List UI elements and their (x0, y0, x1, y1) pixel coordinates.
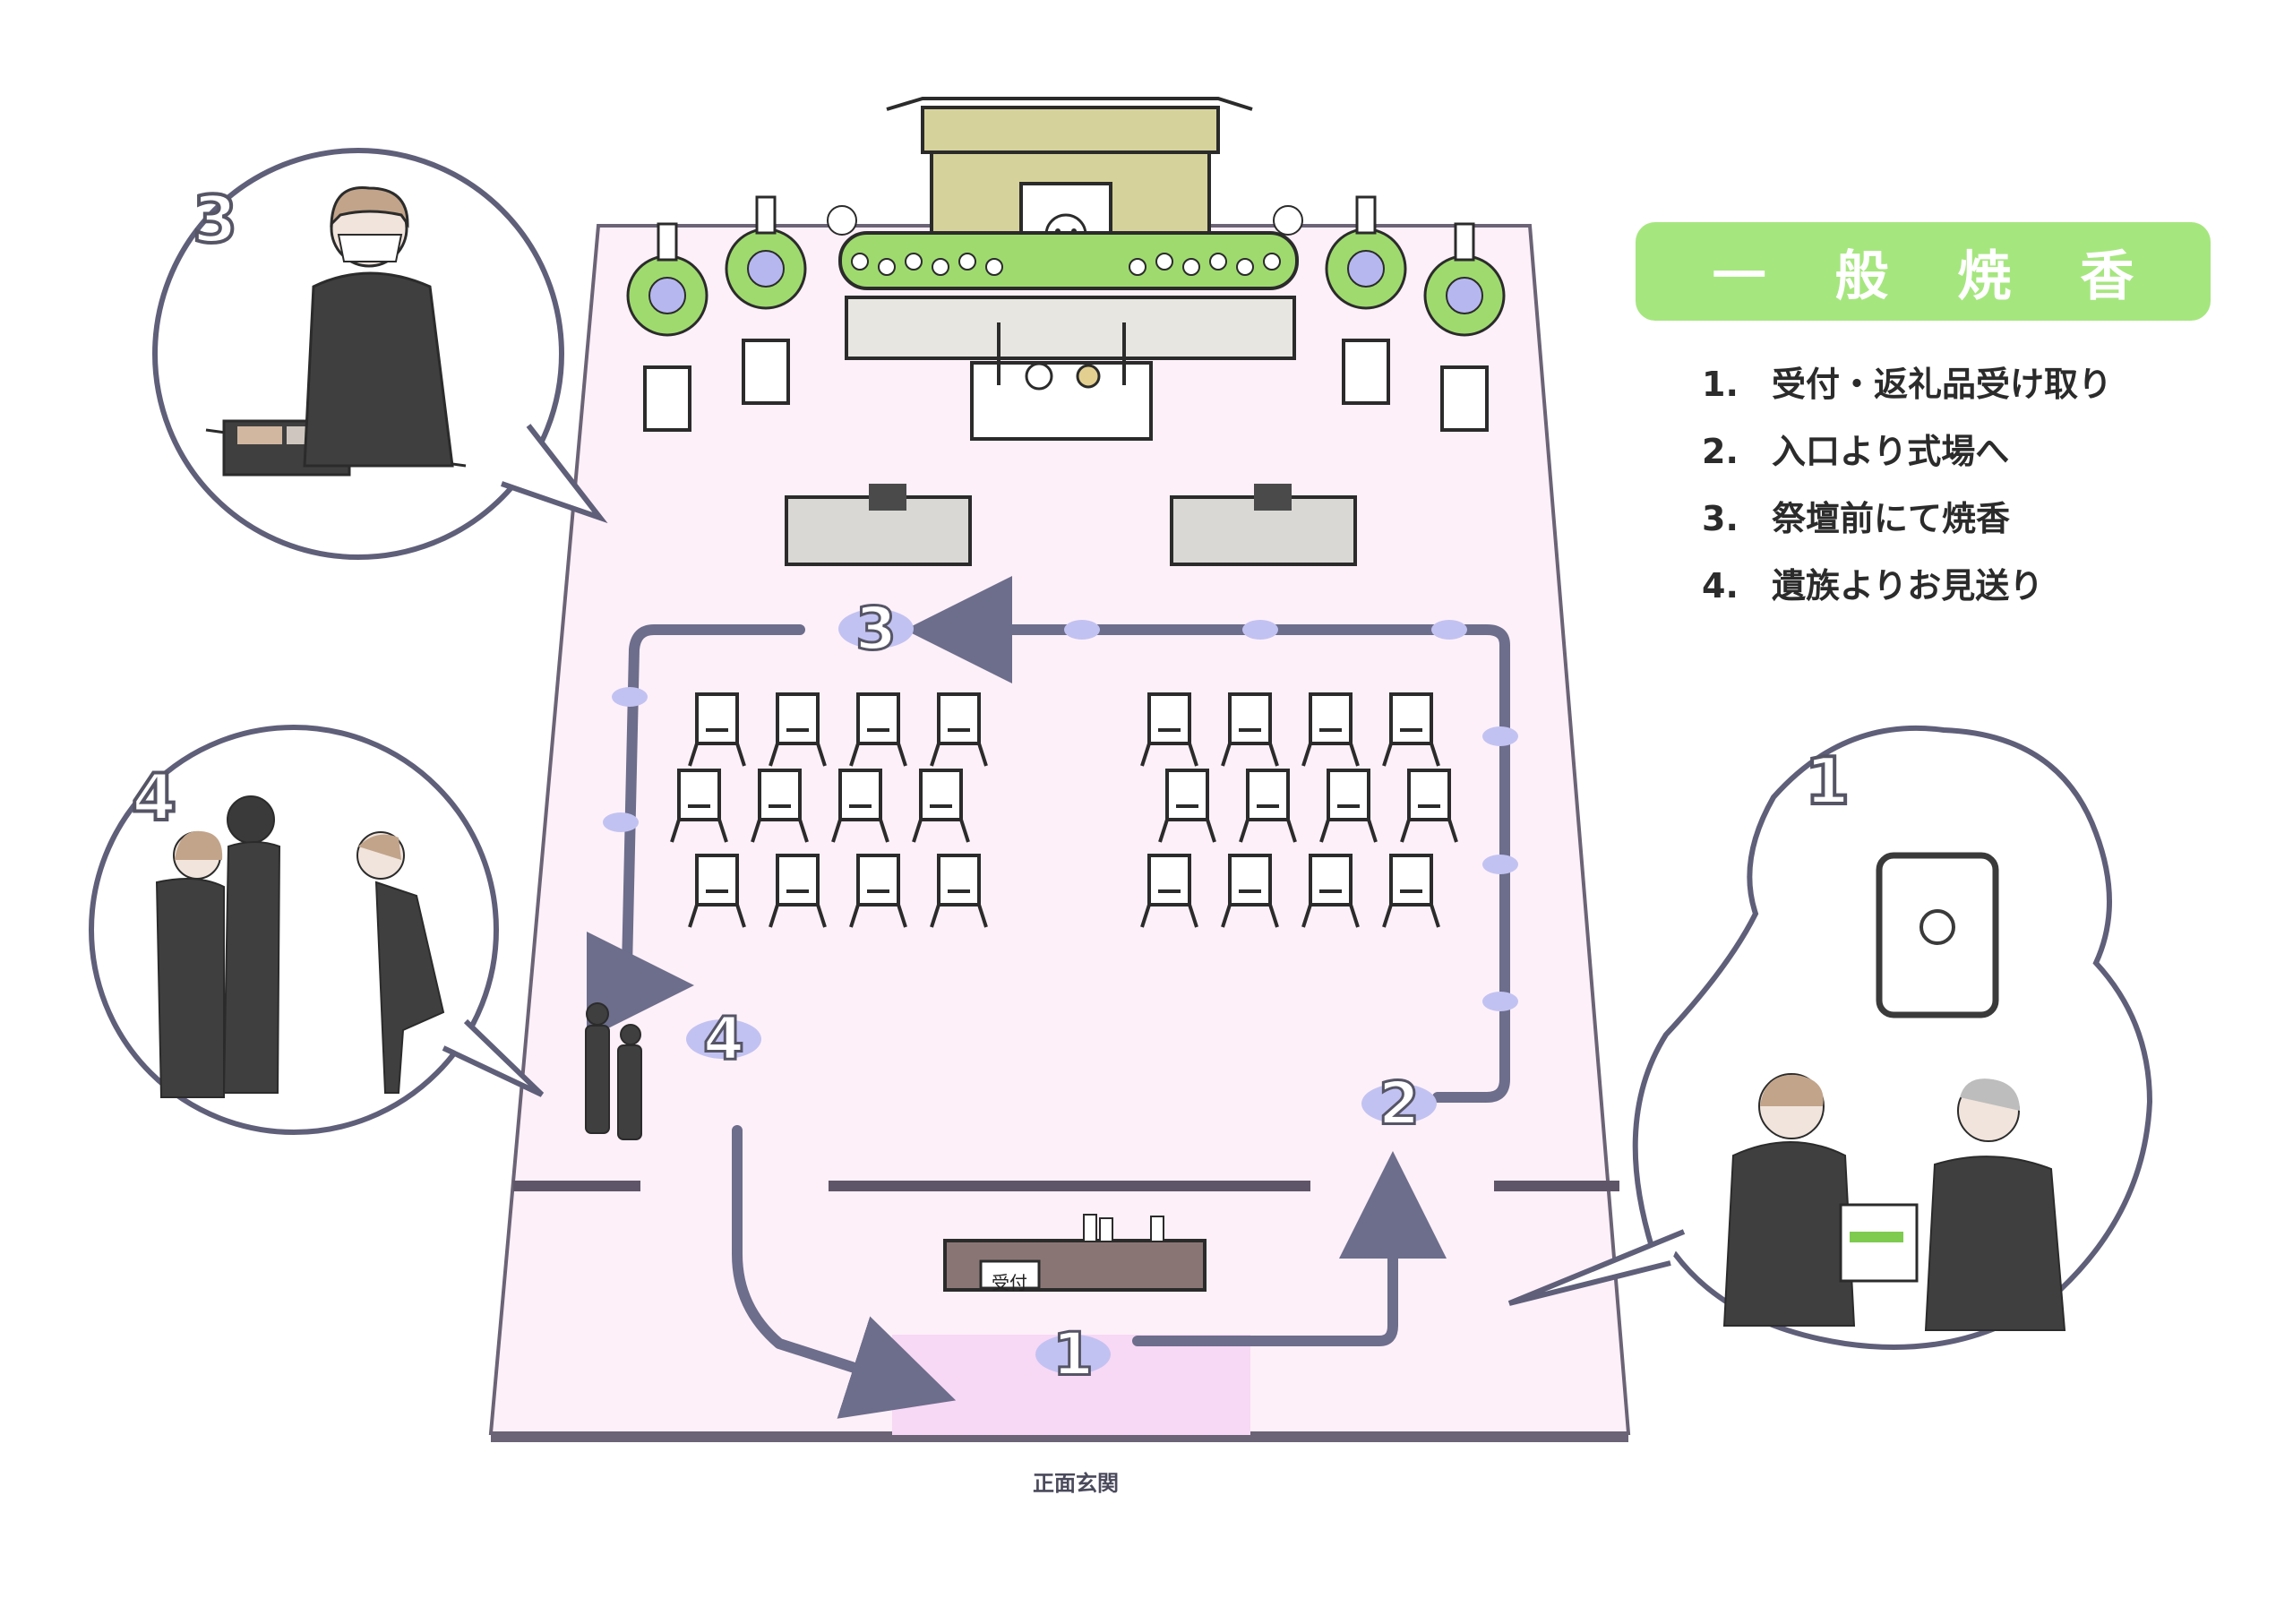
chair (930, 854, 988, 928)
chair (1158, 769, 1216, 843)
step-item: 3.祭壇前にて焼香 (1702, 499, 2011, 538)
route-marker-3: 3 (838, 593, 914, 665)
chair (1382, 692, 1440, 767)
route-marker-1: 1 (1035, 1319, 1111, 1390)
svg-text:4: 4 (703, 1005, 744, 1074)
chair (670, 769, 728, 843)
chair (1319, 769, 1378, 843)
callout-incense: 3 (152, 148, 608, 560)
chair (1221, 692, 1279, 767)
reception-label: 受付 (992, 1272, 1027, 1293)
chair (1301, 692, 1360, 767)
chair (1400, 769, 1458, 843)
family-figures (585, 1002, 642, 1140)
chair (831, 769, 889, 843)
chair (849, 854, 907, 928)
svg-text:2: 2 (1378, 1070, 1420, 1139)
step-item: 2.入口より式場へ (1702, 432, 2010, 471)
route-dots (603, 620, 1518, 1011)
svg-text:1: 1 (1805, 743, 1850, 819)
reception-desk: 受付 (943, 1214, 1207, 1293)
page-title: 一 般 焼 香 (1712, 245, 2160, 308)
partition-walls (513, 1181, 1619, 1191)
chair (1221, 854, 1279, 928)
chair (912, 769, 970, 843)
svg-text:4: 4 (132, 760, 176, 835)
svg-text:1: 1 (1052, 1320, 1094, 1389)
flower-stands (626, 195, 1506, 432)
chair (751, 769, 809, 843)
incense-tables (785, 484, 1357, 566)
route-marker-2: 2 (1361, 1068, 1437, 1139)
chair (1140, 854, 1198, 928)
callout-reception: 1 (1507, 725, 2153, 1350)
title-banner: 一 般 焼 香 (1636, 222, 2211, 321)
chairs (670, 692, 1458, 928)
chair (1301, 854, 1360, 928)
chair (688, 692, 746, 767)
svg-text:3: 3 (193, 182, 237, 257)
svg-text:3: 3 (855, 595, 897, 664)
chair (1239, 769, 1297, 843)
chair (930, 692, 988, 767)
chair (688, 854, 746, 928)
step-item: 4.遺族よりお見送り (1702, 566, 2044, 606)
chair (1140, 692, 1198, 767)
chair (769, 692, 827, 767)
callout-farewell: 4 (89, 725, 545, 1135)
chair (769, 854, 827, 928)
steps-list: 1.受付・返礼品受け取り 2.入口より式場へ 3.祭壇前にて焼香 4.遺族よりお… (1702, 365, 2112, 634)
route-marker-4: 4 (686, 1003, 761, 1075)
chair (1382, 854, 1440, 928)
altar (827, 97, 1303, 441)
chair (849, 692, 907, 767)
step-item: 1.受付・返礼品受け取り (1702, 365, 2113, 404)
entrance-label: 正面玄関 (1033, 1471, 1119, 1496)
